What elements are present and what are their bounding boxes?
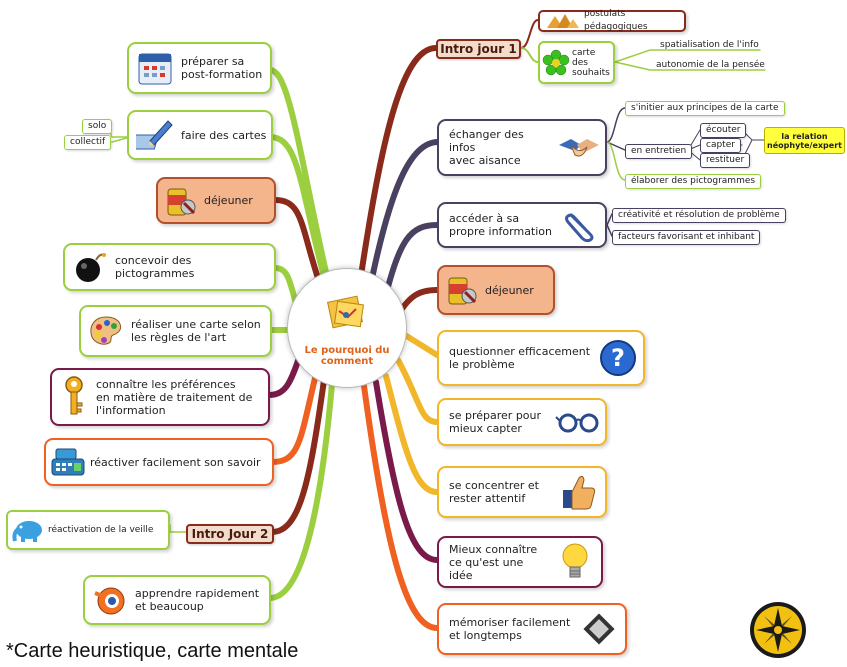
node-label: réaliser une carte selon les règles de l… [131,318,261,344]
node-label: carte des souhaits [572,47,610,78]
link-intro1 [357,45,439,285]
svg-text:?: ? [611,344,625,372]
link-apprendre [267,381,335,601]
link-echanger [367,139,441,291]
leaf-spatialisation[interactable]: spatialisation de l'info [660,40,759,50]
node-echanger-infos[interactable]: échanger des infos avec aisance [437,119,607,176]
handshake-icon [553,131,605,165]
node-label: préparer sa post-formation [181,55,263,81]
link-concentrer [383,373,440,495]
node-carte-souhaits[interactable]: carte des souhaits [538,41,615,84]
leaf-en-entretien[interactable]: en entretien [625,144,693,159]
node-label: réactiver facilement son savoir [90,455,261,469]
link-reactiver [269,371,319,465]
leaf-ecouter[interactable]: écouter [700,123,747,138]
node-label: postulats pédagogiques [584,9,648,32]
map-icon [327,295,364,329]
food-can-icon [439,272,485,308]
node-concevoir-pictogrammes[interactable]: concevoir des pictogrammes [63,243,276,291]
leaf-creativite[interactable]: créativité et résolution de problème [612,208,786,223]
node-label: Mieux connaître ce qu'est une idée [449,542,538,582]
node-label: apprendre rapidement et beaucoup [135,587,260,613]
food-can-icon [158,183,204,219]
node-connaitre-preferences[interactable]: connaître les préférences en matière de … [50,368,270,426]
palette-icon [81,313,131,349]
thumbs-up-icon [551,472,605,512]
note-relation-neophyte-expert[interactable]: la relation néophyte/expert [764,127,845,154]
node-intro-jour-2[interactable]: Intro Jour 2 [186,524,274,544]
node-label: déjeuner [485,283,534,297]
central-topic-label: Le pourquoi du comment [304,345,390,367]
key-icon [52,375,96,419]
node-apprendre-rapidement[interactable]: apprendre rapidement et beaucoup [83,575,271,625]
blender-icon [85,583,135,617]
node-preparer-capter[interactable]: se préparer pour mieux capter [437,398,607,446]
link-preparer-capter [395,357,440,425]
node-label: se concentrer et rester attentif [449,479,539,505]
node-label: questionner efficacement le problème [449,345,591,371]
sub-solo[interactable]: solo [82,119,113,134]
node-questionner[interactable]: questionner efficacement le problème ? [437,330,645,386]
node-label: réactivation de la veille [48,524,154,535]
paperclip-icon [555,208,605,242]
link-idee [373,379,440,563]
leaf-elaborer[interactable]: élaborer des pictogrammes [625,174,762,189]
pyramid-icon [540,12,584,30]
node-reactivation-veille[interactable]: réactivation de la veille [6,510,170,550]
node-label: déjeuner [204,194,253,207]
node-reactiver-savoir[interactable]: réactiver facilement son savoir [44,438,274,486]
question-icon: ? [593,338,643,378]
footnote: *Carte heuristique, carte mentale [6,640,299,662]
link-questionner [402,332,440,358]
node-postulats[interactable]: postulats pédagogiques [538,9,686,32]
link-intro2 [269,377,327,535]
sub-collectif[interactable]: collectif [64,135,112,150]
node-memoriser[interactable]: mémoriser facilement et longtemps [437,603,627,655]
leaf-restituer[interactable]: restituer [700,153,751,168]
node-label: échanger des infos avec aisance [449,128,524,167]
calendar-icon [129,49,181,87]
cash-register-icon [46,445,90,479]
node-label: faire des cartes [181,128,267,142]
lightbulb-icon [549,541,601,583]
film-icon [573,610,625,648]
link-faire-cartes [267,134,331,295]
link-preparer [267,67,333,293]
node-label: accéder à sa propre information [449,212,553,238]
node-intro-jour-1[interactable]: Intro jour 1 [436,39,521,59]
pencil-icon [129,117,181,153]
node-label: concevoir des pictogrammes [115,254,195,280]
node-label: connaître les préférences en matière de … [96,377,253,417]
leaf-initier[interactable]: s'initier aux principes de la carte [625,101,785,116]
node-label: se préparer pour mieux capter [449,409,542,435]
node-dejeuner-right[interactable]: déjeuner [437,265,555,315]
compass-logo [750,602,806,658]
flower-icon [540,49,572,77]
node-acceder-information[interactable]: accéder à sa propre information [437,202,607,248]
elephant-icon [8,517,48,543]
node-dejeuner-left[interactable]: déjeuner [156,177,276,224]
central-topic[interactable]: Le pourquoi du comment [287,268,407,388]
node-idee[interactable]: Mieux connaître ce qu'est une idée [437,536,603,588]
bomb-icon [65,249,115,285]
link-acceder [382,222,440,301]
leaf-facteurs[interactable]: facteurs favorisant et inhibant [612,230,761,245]
glasses-icon [551,411,605,433]
node-label: mémoriser facilement et longtemps [449,616,571,642]
node-preparer-post-formation[interactable]: préparer sa post-formation [127,42,272,94]
leaf-autonomie[interactable]: autonomie de la pensée [656,60,765,70]
node-realiser-carte[interactable]: réaliser une carte selon les règles de l… [79,305,272,357]
leaf-capter[interactable]: capter [700,138,741,153]
node-faire-des-cartes[interactable]: faire des cartes [127,110,273,160]
link-memoriser [361,383,440,631]
node-concentrer[interactable]: se concentrer et rester attentif [437,466,607,518]
